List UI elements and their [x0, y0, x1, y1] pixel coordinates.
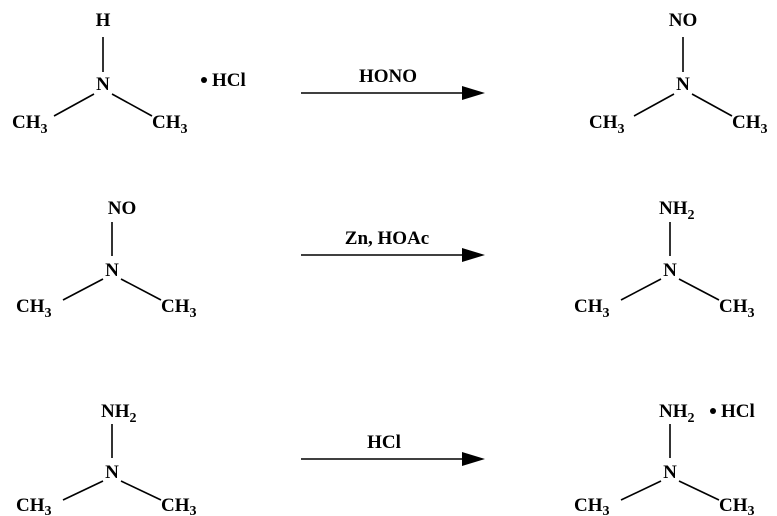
group-ch3-left: CH3 — [16, 296, 52, 321]
group-ch3-right: CH3 — [152, 112, 188, 137]
group-ch3-left: CH3 — [589, 112, 625, 137]
reagent-label: HONO — [359, 66, 417, 87]
bond-n-ch3-right — [120, 480, 162, 501]
bond-n-ch3-left — [53, 93, 95, 117]
product-3: NH2 HCl N CH3 CH3 — [574, 401, 755, 516]
product-2: NH2 N CH3 CH3 — [574, 198, 755, 321]
bond-n-ch3-left — [62, 278, 104, 301]
bond-n-ch3-right — [111, 93, 153, 117]
reaction-arrow-2: Zn, HOAc — [301, 228, 485, 262]
salt-dot — [710, 408, 716, 414]
group-ch3-left: CH3 — [574, 296, 610, 321]
bond-n-ch3-left — [620, 278, 662, 301]
reaction-arrow-3: HCl — [301, 432, 485, 466]
bond-n-ch3-left — [633, 93, 675, 117]
group-ch3-right: CH3 — [719, 495, 755, 516]
reaction-1: H N CH3 CH3 HCl HONO NO N CH3 CH3 — [12, 10, 768, 137]
reagent-label: HCl — [367, 432, 401, 453]
arrow-head — [462, 452, 485, 466]
atom-top: NO — [108, 198, 137, 219]
group-ch3-right: CH3 — [161, 495, 197, 516]
group-ch3-right: CH3 — [161, 296, 197, 321]
atom-n: N — [105, 260, 119, 281]
group-ch3-left: CH3 — [574, 495, 610, 516]
atom-n: N — [663, 260, 677, 281]
reactant-1: H N CH3 CH3 HCl — [12, 10, 246, 137]
bond-n-ch3-right — [678, 278, 720, 301]
atom-top: NH2 — [101, 401, 137, 426]
arrow-head — [462, 248, 485, 262]
atom-top: NH2 — [659, 401, 695, 426]
reaction-2: NO N CH3 CH3 Zn, HOAc NH2 N CH3 CH3 — [16, 198, 755, 321]
group-ch3-right: CH3 — [732, 112, 768, 137]
bond-n-ch3-right — [678, 480, 720, 501]
reactant-3: NH2 N CH3 CH3 — [16, 401, 197, 516]
atom-top: H — [96, 10, 111, 31]
salt-dot — [201, 77, 207, 83]
atom-n: N — [676, 74, 690, 95]
salt-hcl: HCl — [721, 401, 755, 422]
group-ch3-left: CH3 — [12, 112, 48, 137]
product-1: NO N CH3 CH3 — [589, 10, 768, 137]
bond-n-ch3-left — [62, 480, 104, 501]
atom-top: NO — [669, 10, 698, 31]
group-ch3-left: CH3 — [16, 495, 52, 516]
reaction-arrow-1: HONO — [301, 66, 485, 100]
reactant-2: NO N CH3 CH3 — [16, 198, 197, 321]
bond-n-ch3-right — [120, 278, 162, 301]
bond-n-ch3-right — [691, 93, 733, 117]
atom-n: N — [663, 462, 677, 483]
arrow-head — [462, 86, 485, 100]
reagent-label: Zn, HOAc — [345, 228, 429, 249]
bond-n-ch3-left — [620, 480, 662, 501]
group-ch3-right: CH3 — [719, 296, 755, 321]
atom-n: N — [96, 74, 110, 95]
atom-n: N — [105, 462, 119, 483]
atom-top: NH2 — [659, 198, 695, 223]
salt-hcl: HCl — [212, 70, 246, 91]
reaction-3: NH2 N CH3 CH3 HCl NH2 HCl N CH3 CH3 — [16, 401, 755, 516]
